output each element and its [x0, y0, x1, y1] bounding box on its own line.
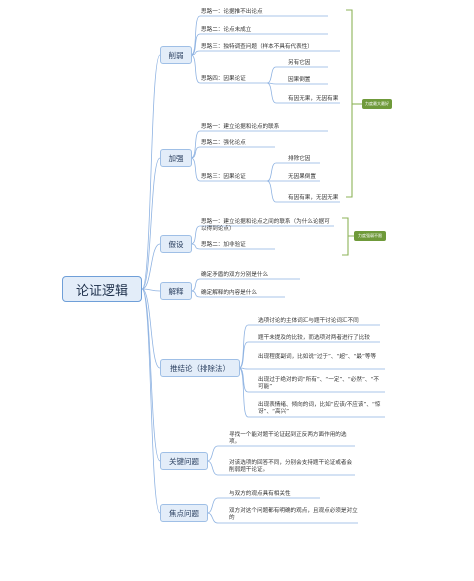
- link-weaken-cause3: [266, 82, 340, 104]
- link-weaken-cause1: [266, 66, 328, 84]
- explain-item2: 确定解释的内容是什么: [201, 290, 257, 296]
- assume-idea1: 思路一：建立论据和论点之间的联系（为什么论据可以得到论点）: [201, 219, 330, 233]
- weaken-idea3: 思路三：独特调查问题（样本不具有代表性）: [201, 44, 313, 50]
- strengthen-cause2: 无因果倒置: [288, 174, 316, 180]
- link-infer-item2: [238, 341, 380, 369]
- link-strengthen-idea3: [190, 157, 267, 182]
- link-focus-item1: [206, 497, 320, 514]
- branch-assume[interactable]: 假设: [160, 235, 192, 253]
- weaken-tag: 力度最大最好: [362, 99, 392, 109]
- focus-item1: 与双方的观点具有相关性: [229, 491, 291, 497]
- link-explain-item1: [190, 278, 300, 292]
- bracket-assume: [342, 217, 354, 256]
- weaken-cause3: 有因无果，无因有果: [288, 96, 339, 102]
- root-node[interactable]: 论证逻辑: [62, 276, 142, 302]
- weaken-idea2: 思路二：论点未成立: [201, 27, 252, 33]
- bracket-weaken: [346, 9, 358, 198]
- strengthen-idea2: 思路二：强化论点: [201, 140, 246, 146]
- branch-focus[interactable]: 焦点问题: [160, 504, 208, 522]
- key-item1: 寻找一个能对题干论证起到正反两方面作用的选项。: [229, 432, 347, 446]
- link-explain-item2: [190, 290, 285, 298]
- assume-idea2: 思路二：加非验证: [201, 242, 246, 248]
- infer-item2: 题干未提及的比较，而选项对两者进行了比较: [258, 335, 370, 341]
- focus-item2: 双方对这个问题都有明确的观点，且观点必须是对立的: [229, 508, 358, 522]
- link-infer-item1: [238, 324, 380, 369]
- branch-key[interactable]: 关键问题: [160, 452, 208, 470]
- weaken-idea4: 思路四：因果论证: [201, 76, 246, 82]
- infer-item4: 出现过于绝对的词“所有”、“一定”、“必然”、“不可能”: [258, 377, 379, 391]
- assume-tag: 力度强弱不限: [354, 231, 386, 241]
- link-strengthen-idea2: [190, 146, 275, 159]
- weaken-cause2: 因果倒置: [288, 77, 311, 83]
- link-root-strengthen: [141, 157, 161, 290]
- link-infer-item5: [238, 367, 385, 418]
- link-infer-item3: [238, 367, 385, 370]
- link-assume-idea1: [190, 225, 334, 245]
- branch-weaken[interactable]: 削弱: [160, 46, 192, 64]
- link-strengthen-cause3: [266, 180, 340, 203]
- link-key-item1: [206, 445, 355, 462]
- link-focus-item2: [206, 512, 358, 524]
- link-root-weaken: [141, 54, 161, 290]
- link-weaken-idea4: [190, 54, 267, 84]
- explain-item1: 确定矛盾的双方分别是什么: [201, 272, 269, 278]
- link-root-explain: [141, 288, 161, 292]
- infer-item5: 出现表情绪、倾向的词，比如“应该/不应该”、“惊讶”、“高兴”: [258, 402, 381, 416]
- branch-infer[interactable]: 推结论（排除法）: [160, 359, 240, 377]
- infer-item3: 出现程度副词，比如说“过于”、“超”、“最”等等: [258, 354, 377, 360]
- strengthen-cause1: 排除它因: [288, 156, 311, 162]
- link-root-assume: [141, 243, 161, 290]
- strengthen-cause3: 有因有果，无因无果: [288, 195, 339, 201]
- link-weaken-idea3: [190, 50, 340, 56]
- link-root-key: [141, 288, 161, 462]
- strengthen-idea3: 思路三：因果论证: [201, 174, 246, 180]
- link-strengthen-idea1: [190, 130, 328, 159]
- strengthen-idea1: 思路一：建立论据和论点的联系: [201, 124, 280, 130]
- weaken-idea1: 思路一：论据推不出论点: [201, 9, 263, 15]
- infer-item1: 选项讨论的主体词汇与题干讨论词汇不同: [258, 318, 359, 324]
- key-item2: 对该选项的回答不同，分别会支持题干论证或者会削弱题干论证。: [229, 460, 353, 474]
- link-root-focus: [141, 288, 161, 514]
- link-weaken-cause2: [266, 82, 328, 85]
- link-weaken-idea2: [190, 33, 328, 56]
- branch-strengthen[interactable]: 加强: [160, 149, 192, 167]
- weaken-cause1: 另有它因: [288, 60, 311, 66]
- link-strengthen-cause1: [266, 162, 320, 182]
- branch-explain[interactable]: 解释: [160, 282, 192, 300]
- link-assume-idea2: [190, 243, 275, 250]
- link-key-item2: [206, 460, 355, 476]
- link-root-infer: [141, 288, 161, 369]
